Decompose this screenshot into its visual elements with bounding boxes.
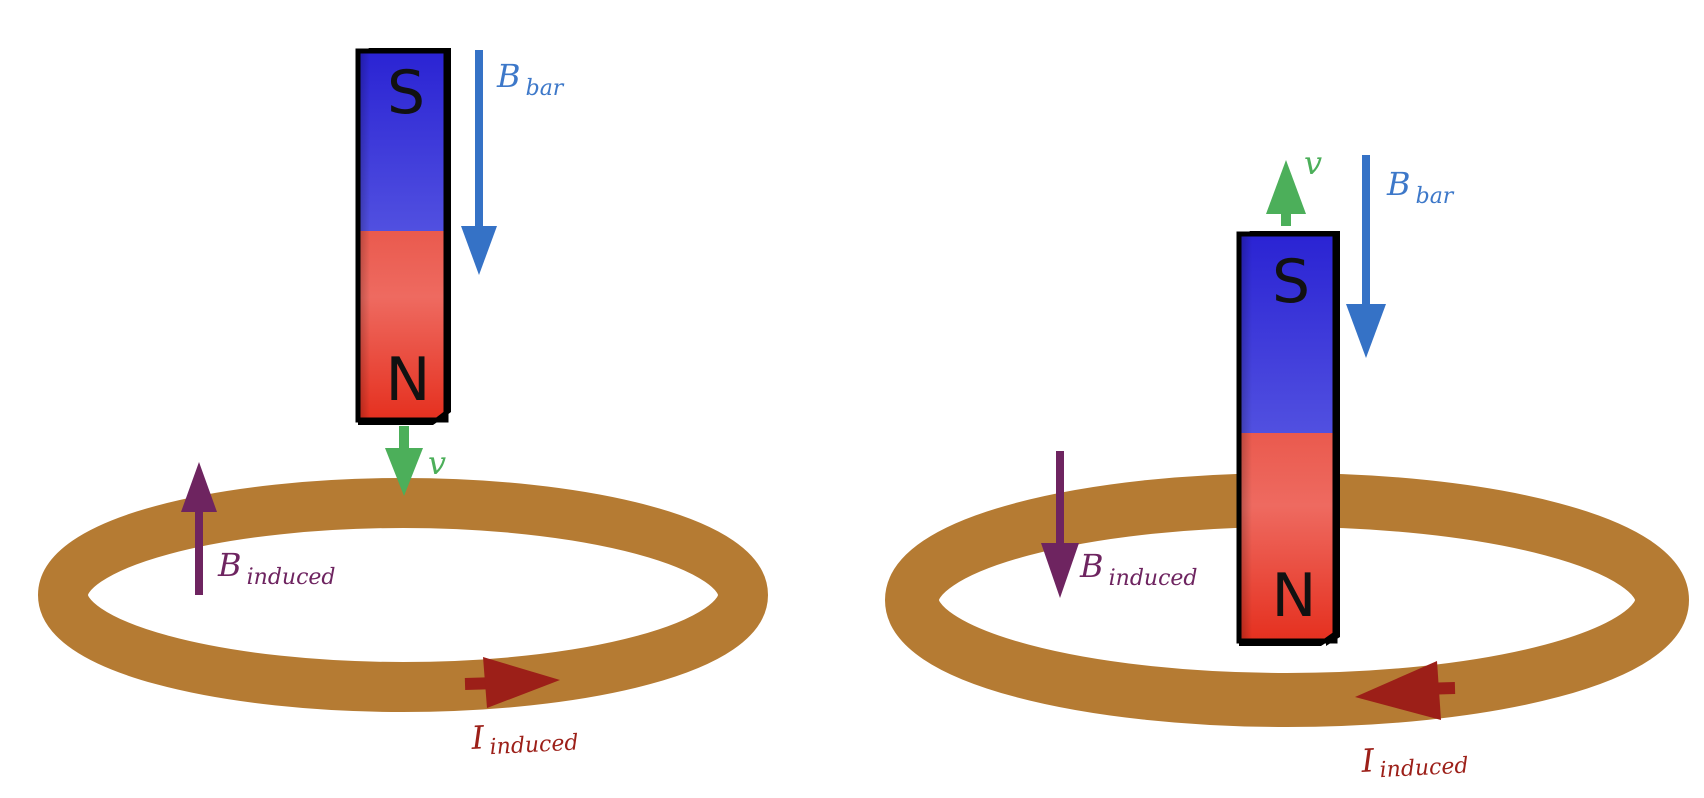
right-i-induced-label-sub: induced	[1379, 753, 1469, 783]
left-magnet: S N	[355, 48, 451, 425]
right-velocity-arrow-icon	[1266, 160, 1306, 226]
left-coil-ring-shape	[38, 478, 768, 712]
left-magnet-s-label: S	[387, 58, 425, 128]
right-b-bar-label: B bar	[1386, 165, 1455, 209]
left-coil-ring	[38, 478, 768, 712]
left-b-induced-label-main: B	[217, 546, 242, 584]
right-magnet-south	[1239, 234, 1335, 433]
left-i-induced-label-main: I	[469, 718, 486, 757]
left-b-induced-label: B induced	[217, 546, 336, 590]
right-i-induced-label-main: I	[1359, 741, 1376, 780]
right-current-arrow-icon	[1355, 661, 1456, 720]
left-b-induced-arrow-icon	[181, 462, 217, 595]
left-b-bar-label-main: B	[496, 57, 521, 95]
left-magnet-north	[358, 231, 446, 420]
right-b-induced-arrow-icon	[1041, 451, 1079, 598]
left-velocity-arrow-icon	[385, 426, 423, 496]
right-magnet-north	[1239, 433, 1335, 641]
right-b-induced-label-main: B	[1079, 547, 1104, 585]
left-magnet-south	[358, 51, 446, 231]
left-b-bar-label-sub: bar	[526, 76, 565, 101]
left-current-arrow-icon	[464, 657, 560, 708]
right-b-bar-arrow-icon	[1346, 155, 1386, 358]
left-velocity-label: v	[428, 444, 446, 482]
right-b-induced-label: B induced	[1079, 547, 1198, 591]
left-magnet-n-label: N	[386, 345, 431, 415]
left-panel: S N B bar v B induced I indu	[38, 48, 768, 761]
left-i-induced-label: I induced	[469, 713, 579, 761]
right-i-induced-label: I induced	[1359, 736, 1469, 784]
right-b-bar-label-sub: bar	[1416, 184, 1455, 209]
right-magnet: S N	[1236, 231, 1340, 646]
left-b-induced-label-sub: induced	[247, 565, 336, 590]
left-b-bar-arrow-icon	[461, 50, 497, 275]
left-i-induced-label-sub: induced	[489, 730, 579, 760]
right-b-bar-label-main: B	[1386, 165, 1411, 203]
right-panel: v S N B bar B induced	[885, 144, 1689, 784]
left-b-bar-label: B bar	[496, 57, 565, 101]
right-magnet-n-label: N	[1272, 561, 1317, 631]
right-magnet-s-label: S	[1272, 247, 1310, 317]
right-b-induced-label-sub: induced	[1109, 566, 1198, 591]
right-velocity-label: v	[1304, 144, 1322, 182]
